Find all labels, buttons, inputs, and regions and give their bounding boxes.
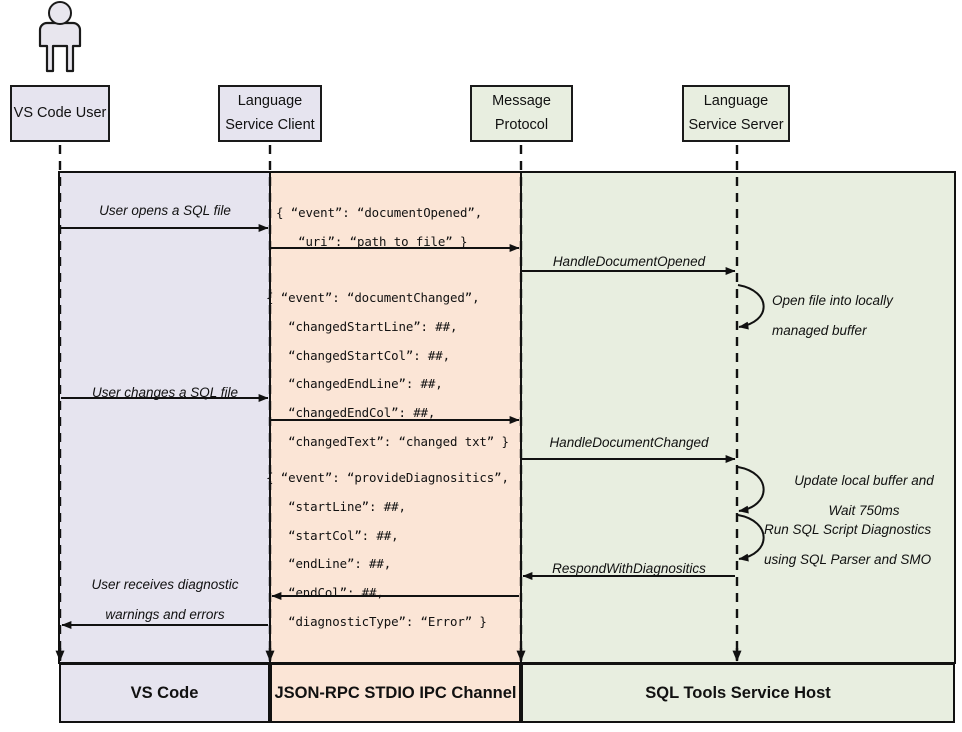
- user-actor-head: [48, 1, 72, 25]
- arrow-run-sql-script-diagnostics: [737, 514, 765, 562]
- participant-language-service-client-line2: Service Client: [225, 116, 315, 133]
- label-user-changes-sql-file: User changes a SQL file: [91, 385, 239, 400]
- band-label-ipc-channel-text: JSON-RPC STDIO IPC Channel: [274, 683, 517, 702]
- label-run-sql-script-diagnostics: Run SQL Script Diagnostics using SQL Par…: [764, 522, 932, 568]
- user-actor-body: [38, 21, 82, 73]
- label-handle-document-opened: HandleDocumentOpened: [552, 254, 706, 269]
- band-label-vs-code: VS Code: [59, 663, 270, 723]
- arrow-open-file-into-buffer: [737, 284, 765, 330]
- payload-document-opened: { “event”: “documentOpened”, “uri”: “pat…: [276, 205, 483, 249]
- band-label-sql-tools-service-host: SQL Tools Service Host: [521, 663, 955, 723]
- participant-vs-code-user[interactable]: VS Code User: [10, 85, 110, 142]
- participant-language-service-client[interactable]: Language Service Client: [218, 85, 322, 142]
- participant-language-service-server-line1: Language: [703, 93, 769, 110]
- label-update-buffer-wait: Update local buffer and Wait 750ms: [794, 473, 934, 519]
- label-handle-document-changed: HandleDocumentChanged: [549, 435, 709, 450]
- band-label-vs-code-text: VS Code: [130, 683, 199, 702]
- arrow-update-buffer-wait: [737, 466, 765, 514]
- participant-message-protocol[interactable]: Message Protocol: [470, 85, 573, 142]
- band-ipc: [269, 171, 522, 664]
- label-user-opens-sql-file: User opens a SQL file: [99, 203, 231, 218]
- label-user-receives-diagnostics: User receives diagnostic warnings and er…: [91, 577, 239, 623]
- participant-language-service-server-line2: Service Server: [688, 116, 784, 133]
- participant-vs-code-user-line1: VS Code User: [13, 104, 107, 121]
- payload-document-changed: { “event”: “documentChanged”, “changedSt…: [266, 290, 509, 449]
- participant-message-protocol-line1: Message: [492, 93, 551, 110]
- participant-language-service-server[interactable]: Language Service Server: [682, 85, 790, 142]
- label-respond-with-diagnositics: RespondWithDiagnositics: [552, 561, 706, 576]
- band-vscode: [58, 171, 271, 664]
- band-label-sql-tools-service-host-text: SQL Tools Service Host: [645, 683, 831, 702]
- band-label-ipc-channel: JSON-RPC STDIO IPC Channel: [270, 663, 521, 723]
- payload-provide-diagnositics: { “event”: “provideDiagnositics”, “start…: [266, 470, 509, 629]
- label-open-file-into-buffer: Open file into locally managed buffer: [772, 293, 893, 339]
- participant-message-protocol-line2: Protocol: [494, 116, 549, 133]
- participant-language-service-client-line1: Language: [237, 93, 303, 110]
